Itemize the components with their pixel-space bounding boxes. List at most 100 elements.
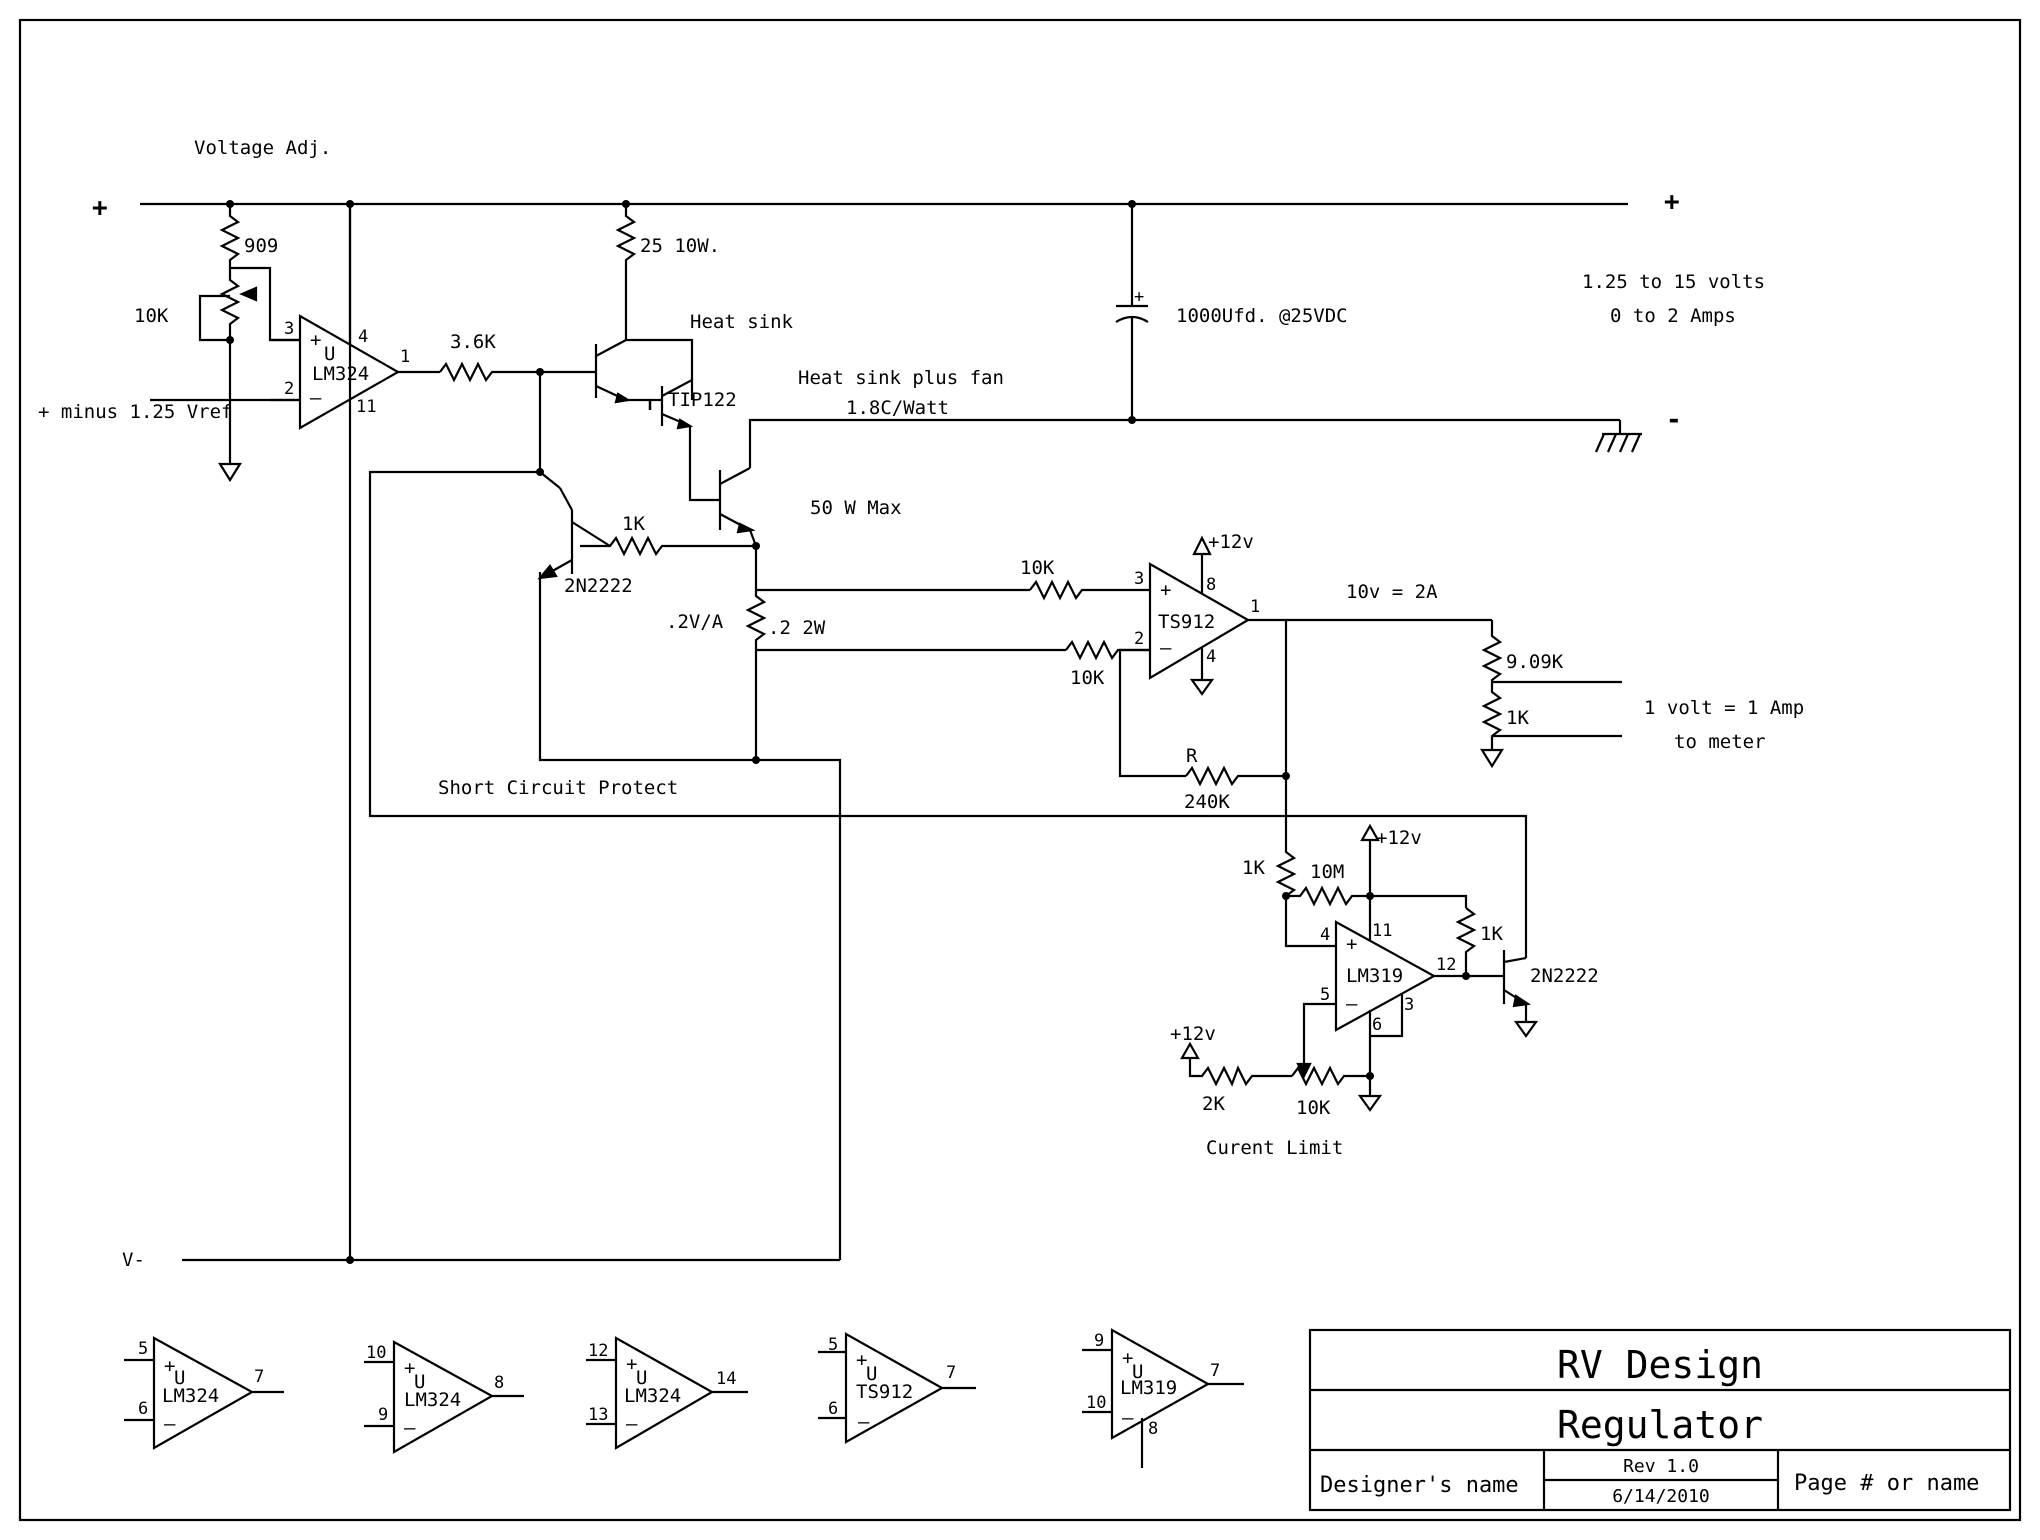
ten-v-label: 10v = 2A	[1346, 581, 1438, 603]
svg-text:–: –	[404, 1417, 416, 1439]
resistor-10m	[1286, 885, 1370, 907]
svg-text:6: 6	[828, 1399, 838, 1419]
potentiometer-10k-label: 10K	[134, 305, 169, 327]
transistor-tip122	[648, 379, 694, 440]
svg-text:U: U	[1132, 1361, 1143, 1383]
resistor-3-6k-label: 3.6K	[450, 331, 496, 353]
capacitor-1000uf	[1115, 204, 1149, 420]
opamp-ts912	[1148, 535, 1251, 696]
resistor-10k-in3-label: 10K	[1020, 557, 1055, 579]
range-amps-label: 0 to 2 Amps	[1610, 305, 1736, 327]
svg-text:12: 12	[588, 1341, 608, 1361]
resistor-9-09k-label: 9.09K	[1506, 651, 1564, 673]
spare-ts912: 5 6 7 + U TS912 –	[818, 1332, 976, 1444]
svg-text:U: U	[414, 1371, 425, 1393]
svg-text:+: +	[856, 1349, 867, 1371]
spare-lm319: 9 10 7 8 + U LM319 –	[1082, 1328, 1244, 1468]
minus-right-label: -	[1666, 405, 1682, 435]
meter-label-1: 1 volt = 1 Amp	[1644, 697, 1804, 719]
svg-text:8: 8	[1148, 1419, 1158, 1439]
short-circuit-label: Short Circuit Protect	[438, 777, 678, 799]
capacitor-label: 1000Ufd. @25VDC	[1176, 305, 1348, 327]
ts912-pin1: 1	[1250, 597, 1260, 617]
resistor-sense	[745, 546, 767, 760]
ts912-pin3: 3	[1134, 569, 1144, 589]
svg-text:7: 7	[1210, 1361, 1220, 1381]
title-page: Page # or name	[1794, 1471, 1979, 1496]
svg-text:–: –	[626, 1413, 638, 1435]
svg-text:6: 6	[138, 1399, 148, 1419]
title-regulator: Regulator	[1557, 1403, 1763, 1447]
voltage-adj-label: Voltage Adj.	[194, 137, 331, 159]
resistor-1k-cmp	[1275, 848, 1336, 948]
transistor-output	[688, 440, 758, 547]
resistor-sense-label: .2 2W	[768, 617, 826, 639]
transistor-2n2222-protect	[537, 471, 611, 580]
svg-text:–: –	[858, 1411, 870, 1433]
svg-text:U: U	[636, 1367, 647, 1389]
resistor-2k	[1188, 1058, 1292, 1087]
v-minus-label: V-	[122, 1249, 145, 1271]
lm324-pin11: 11	[356, 397, 376, 417]
svg-text:10: 10	[1086, 1393, 1106, 1413]
resistor-1k-base	[580, 535, 756, 557]
q-2n2222-b-label: 2N2222	[1530, 965, 1599, 987]
negative-output-rail	[748, 418, 1642, 468]
svg-text:LM324: LM324	[624, 1385, 681, 1407]
lm324-plus: +	[310, 329, 321, 351]
ts912-plus: +	[1160, 579, 1171, 601]
deg-per-watt-label: 1.8C/Watt	[846, 397, 949, 419]
max-w-label: 50 W Max	[810, 497, 902, 519]
lm319-pin6: 6	[1372, 1015, 1382, 1035]
svg-text:LM324: LM324	[162, 1385, 219, 1407]
svg-text:U: U	[174, 1367, 185, 1389]
ts912-pin4: 4	[1206, 647, 1216, 667]
svg-text:+: +	[626, 1353, 637, 1375]
svg-text:LM324: LM324	[404, 1389, 461, 1411]
resistor-3-6k	[439, 361, 540, 383]
ts912-pin8: 8	[1206, 575, 1216, 595]
plus-right-label: +	[1664, 187, 1680, 217]
svg-text:–: –	[1122, 1407, 1134, 1429]
svg-text:LM319: LM319	[1120, 1377, 1177, 1399]
lm324-pin4: 4	[358, 327, 368, 347]
resistor-1k-base-label: 1K	[622, 513, 645, 535]
svg-text:9: 9	[1094, 1331, 1104, 1351]
svg-text:13: 13	[588, 1405, 608, 1425]
resistor-9-09k	[1481, 620, 1503, 686]
resistor-10m-label: 10M	[1310, 861, 1344, 883]
ts912-minus: –	[1160, 637, 1172, 659]
svg-text:–: –	[164, 1413, 176, 1435]
resistor-1k-pull	[1455, 907, 1477, 976]
lm324-label: LM324	[312, 363, 369, 385]
svg-text:9: 9	[378, 1405, 388, 1425]
svg-text:+: +	[404, 1357, 415, 1379]
svg-text:5: 5	[138, 1339, 148, 1359]
current-limit-label: Curent Limit	[1206, 1137, 1343, 1159]
lm324-pin2: 2	[284, 379, 294, 399]
resistor-1k-div-label: 1K	[1506, 707, 1529, 729]
svg-text:14: 14	[716, 1369, 736, 1389]
spare-lm324-b: 10 9 8 + U LM324 –	[364, 1340, 524, 1454]
q-2n2222-a-label: 2N2222	[564, 575, 633, 597]
svg-text:U: U	[866, 1363, 877, 1385]
opamp-lm324	[270, 204, 401, 430]
resistor-240k	[1185, 765, 1286, 787]
sheet-border	[18, 18, 2022, 1522]
title-block	[1308, 1328, 2012, 1512]
svg-text:5: 5	[828, 1335, 838, 1355]
lm319-plus: +	[1346, 933, 1357, 955]
lm324-minus: –	[310, 387, 322, 409]
svg-text:10: 10	[366, 1343, 386, 1363]
lm319-pin12: 12	[1436, 955, 1456, 975]
spare-lm324-a: 5 6 7 + U LM324 –	[124, 1336, 284, 1450]
resistor-25-10w	[615, 204, 637, 340]
svg-text:+: +	[164, 1355, 175, 1377]
lm319-minus: –	[1346, 993, 1358, 1015]
resistor-240k-label: 240K	[1184, 791, 1230, 813]
svg-text:TS912: TS912	[856, 1381, 913, 1403]
range-volts-label: 1.25 to 15 volts	[1582, 271, 1765, 293]
lm324-pin3: 3	[284, 319, 294, 339]
title-rev: Rev 1.0	[1623, 1456, 1699, 1477]
